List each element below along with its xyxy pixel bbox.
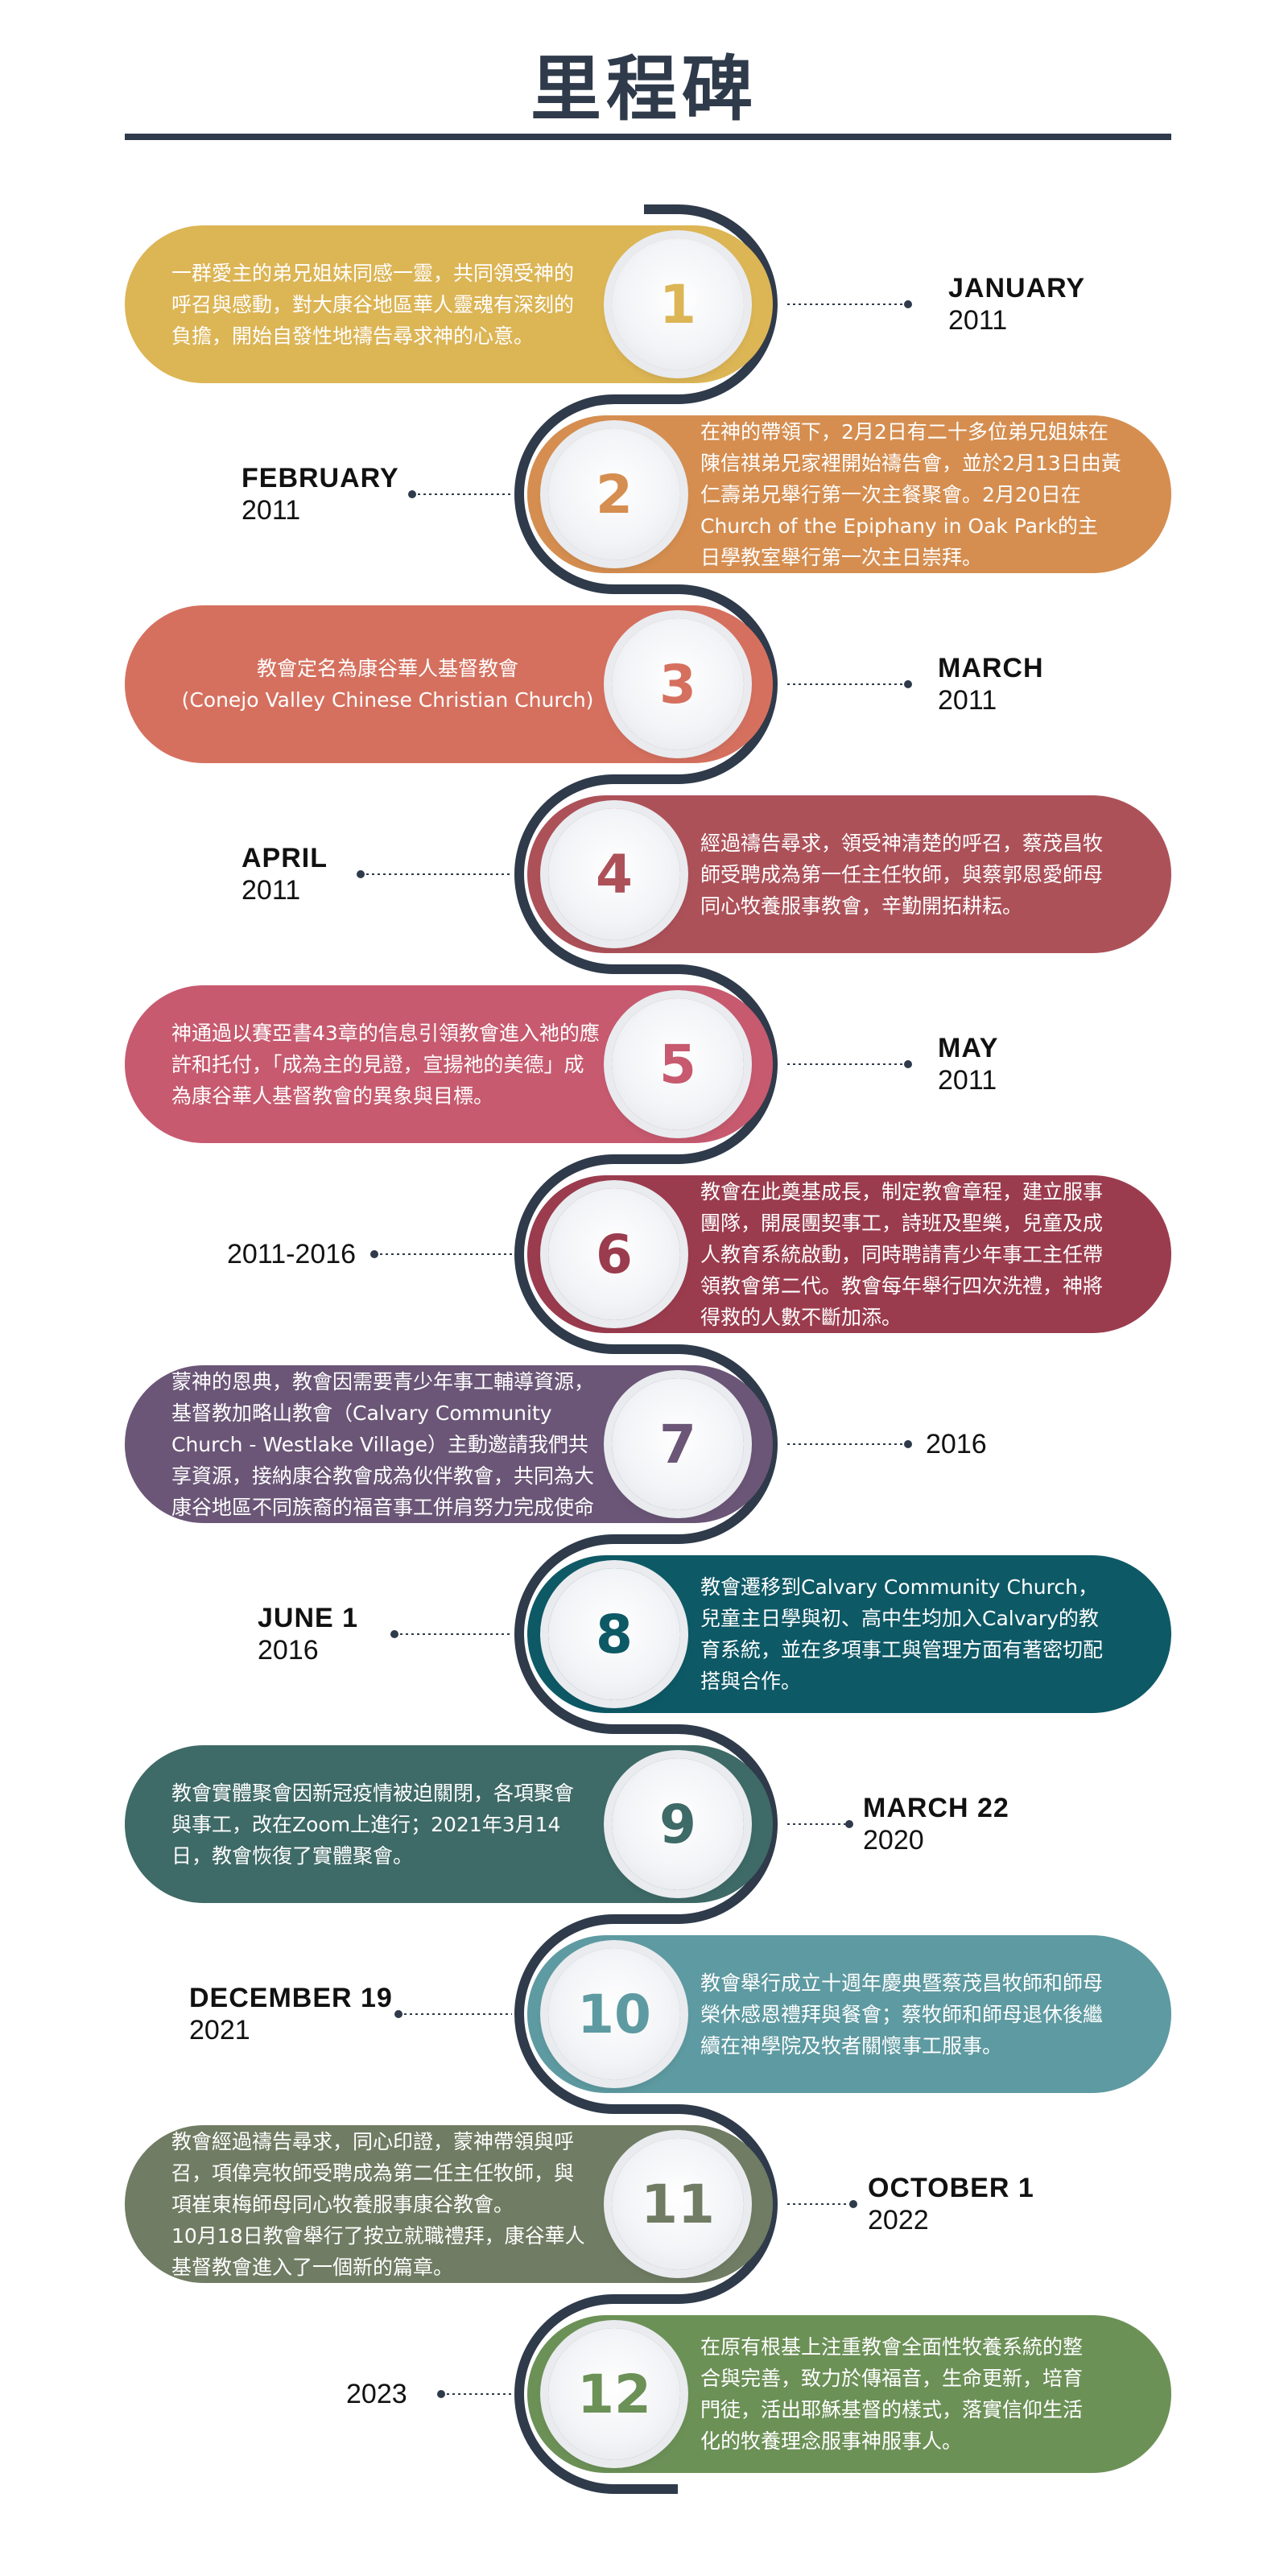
milestone-11-month: OCTOBER 1 (868, 2173, 1034, 2203)
milestone-7-year: 2016 (926, 1429, 987, 1459)
page-title: 里程碑 (530, 47, 758, 130)
milestone-1-text: 一群愛主的弟兄姐妹同感一靈，共同領受神的 呼召與感動，對大康谷地區華人靈魂有深刻… (171, 261, 575, 348)
title-underline (125, 134, 1171, 140)
milestone-12-text: 在原有根基上注重教會全面性牧養系統的整 合與完善，致力於傳福音，生命更新，培育 … (700, 2335, 1084, 2453)
milestone-10-text: 教會舉行成立十週年慶典暨蔡茂昌牧師和師母 榮休感恩禮拜與餐會；蔡牧師和師母退休後… (700, 1971, 1104, 2058)
milestone-4-month: APRIL (242, 843, 328, 873)
milestone-10-year: 2021 (189, 2015, 250, 2046)
milestone-6-text: 教會在此奠基成長，制定教會章程，建立服事 團隊，開展團契事工，詩班及聖樂，兒童及… (700, 1179, 1104, 1329)
milestone-1-year: 2011 (948, 305, 1008, 336)
milestone-4-date: APRIL 2011 (242, 842, 328, 906)
milestone-2-text: 在神的帶領下，2月2日有二十多位弟兄姐妹在 陳信祺弟兄家裡開始禱告會，並於2月1… (700, 419, 1121, 569)
milestone-1-date: JANUARY 2011 (948, 272, 1085, 336)
milestone-8-month: JUNE 1 (258, 1603, 359, 1633)
milestone-3-year: 2011 (938, 685, 997, 716)
milestone-2-month: FEBRUARY (242, 463, 399, 493)
milestone-8-year: 2016 (258, 1635, 319, 1666)
milestone-5-text: 神通過以賽亞書43章的信息引領教會進入祂的應 許和托付，「成為主的見證，宣揚祂的… (171, 1021, 600, 1108)
milestone-4-year: 2011 (242, 875, 301, 906)
milestone-11-year: 2022 (868, 2205, 929, 2235)
milestone-2-year: 2011 (242, 495, 301, 526)
milestone-5-date: MAY 2011 (938, 1032, 998, 1096)
milestone-2-number-badge: 2 (548, 428, 680, 560)
milestone-1-number-badge: 1 (612, 238, 744, 370)
milestone-6-year: 2011-2016 (227, 1239, 357, 1269)
milestone-10-number-badge: 10 (548, 1948, 680, 2080)
milestone-9-month: MARCH 22 (863, 1793, 1009, 1823)
milestone-3-text: 教會定名為康谷華人基督教會 (Conejo Valley Chinese Chr… (181, 657, 594, 712)
milestone-10-month: DECEMBER 19 (189, 1983, 393, 2013)
milestone-2-date: FEBRUARY 2011 (242, 462, 399, 526)
milestone-12-number-badge: 12 (548, 2328, 680, 2460)
milestone-12-date: 2023 (346, 2378, 407, 2410)
milestone-8-date: JUNE 1 2016 (258, 1602, 358, 1666)
milestone-7-number-badge: 7 (612, 1378, 744, 1510)
milestone-9-date: MARCH 22 2020 (863, 1792, 1009, 1856)
milestone-1-month: JANUARY (948, 273, 1086, 303)
milestone-12-year: 2023 (346, 2379, 407, 2409)
milestone-11-number-badge: 11 (612, 2138, 744, 2270)
milestone-9-text: 教會實體聚會因新冠疫情被迫關閉，各項聚會 與事工，改在Zoom上進行；2021年… (171, 1781, 575, 1868)
milestone-6-date: 2011-2016 (227, 1238, 356, 1270)
milestone-6-number-badge: 6 (548, 1188, 680, 1320)
milestone-4-text: 經過禱告尋求，領受神清楚的呼召，蔡茂昌牧 師受聘成為第一任主任牧師，與蔡郭恩愛師… (700, 831, 1104, 918)
milestone-7-date: 2016 (926, 1428, 987, 1460)
milestone-4-number-badge: 4 (548, 808, 680, 940)
milestone-11-date: OCTOBER 1 2022 (868, 2172, 1034, 2236)
milestone-3-month: MARCH (938, 653, 1044, 683)
milestone-5-year: 2011 (938, 1065, 997, 1096)
milestone-3-date: MARCH 2011 (938, 652, 1044, 716)
milestone-9-number-badge: 9 (612, 1758, 744, 1890)
milestone-8-number-badge: 8 (548, 1568, 680, 1700)
milestone-3-number-badge: 3 (612, 618, 744, 750)
milestone-5-month: MAY (938, 1033, 999, 1063)
milestone-9-year: 2020 (863, 1825, 924, 1856)
milestone-8-text: 教會遷移到Calvary Community Church， 兒童主日學與初、高… (700, 1575, 1104, 1693)
milestone-5-number-badge: 5 (612, 998, 744, 1130)
milestone-11-text: 教會經過禱告尋求，同心印證，蒙神帶領與呼 召，項偉亮牧師受聘成為第二任主任牧師，… (171, 2129, 585, 2279)
milestone-10-date: DECEMBER 19 2021 (189, 1982, 393, 2046)
milestone-7-text: 蒙神的恩典，教會因需要青少年事工輔導資源， 基督教加略山教會（Calvary C… (171, 1369, 595, 1519)
